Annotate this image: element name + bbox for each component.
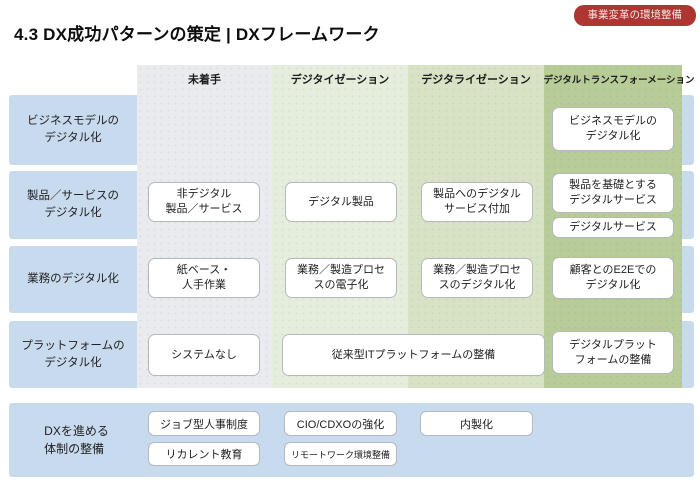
bottom-panel-label: DXを進める 体制の整備: [44, 424, 109, 456]
pill-insourcing: 内製化: [420, 411, 533, 436]
cell-process-electronification: 業務／製造プロセ スの電子化: [285, 258, 397, 298]
row-header-platform: プラットフォームの デジタル化: [21, 339, 125, 369]
column-header-digitalization: デジタライゼーション: [421, 73, 531, 86]
cell-e2e-customer-digitalization: 顧客とのE2Eでの デジタル化: [552, 257, 674, 299]
row-header-product-service: 製品／サービスの デジタル化: [27, 190, 119, 219]
pill-recurrent-education: リカレント教育: [148, 442, 260, 466]
column-header-digitization: デジタイゼーション: [290, 73, 390, 86]
cell-digital-service: デジタルサービス: [552, 217, 674, 238]
row-header-business-model: ビジネスモデルの デジタル化: [27, 115, 119, 144]
column-header-untouched: 未着手: [188, 73, 221, 86]
cell-digital-product: デジタル製品: [285, 182, 397, 222]
page-title: 4.3 DX成功パターンの策定 | DXフレームワーク: [14, 25, 380, 44]
status-badge: 事業変革の環境整備: [573, 5, 696, 26]
cell-digital-service-addon: 製品へのデジタル サービス付加: [421, 182, 533, 222]
cell-business-model-dx: ビジネスモデルの デジタル化: [552, 107, 674, 151]
cell-no-system: システムなし: [148, 334, 260, 376]
column-header-digital-transformation: デジタルトランスフォーメーション: [543, 74, 695, 86]
cell-paper-manual-work: 紙ベース・ 人手作業: [148, 258, 260, 298]
pill-cio-cdxo: CIO/CDXOの強化: [284, 411, 397, 436]
cell-process-digitalization: 業務／製造プロセ スのデジタル化: [421, 258, 533, 298]
cell-digital-platform: デジタルプラット フォームの整備: [552, 331, 674, 374]
row-header-operations: 業務のデジタル化: [27, 273, 119, 286]
cell-non-digital-product: 非デジタル 製品／サービス: [148, 182, 260, 222]
pill-remote-work: リモートワーク環境整備: [284, 442, 397, 466]
cell-legacy-it-platform: 従来型ITプラットフォームの整備: [282, 334, 545, 376]
cell-product-based-digital-service: 製品を基礎とする デジタルサービス: [552, 173, 674, 213]
pill-job-based-hr: ジョブ型人事制度: [148, 411, 260, 436]
